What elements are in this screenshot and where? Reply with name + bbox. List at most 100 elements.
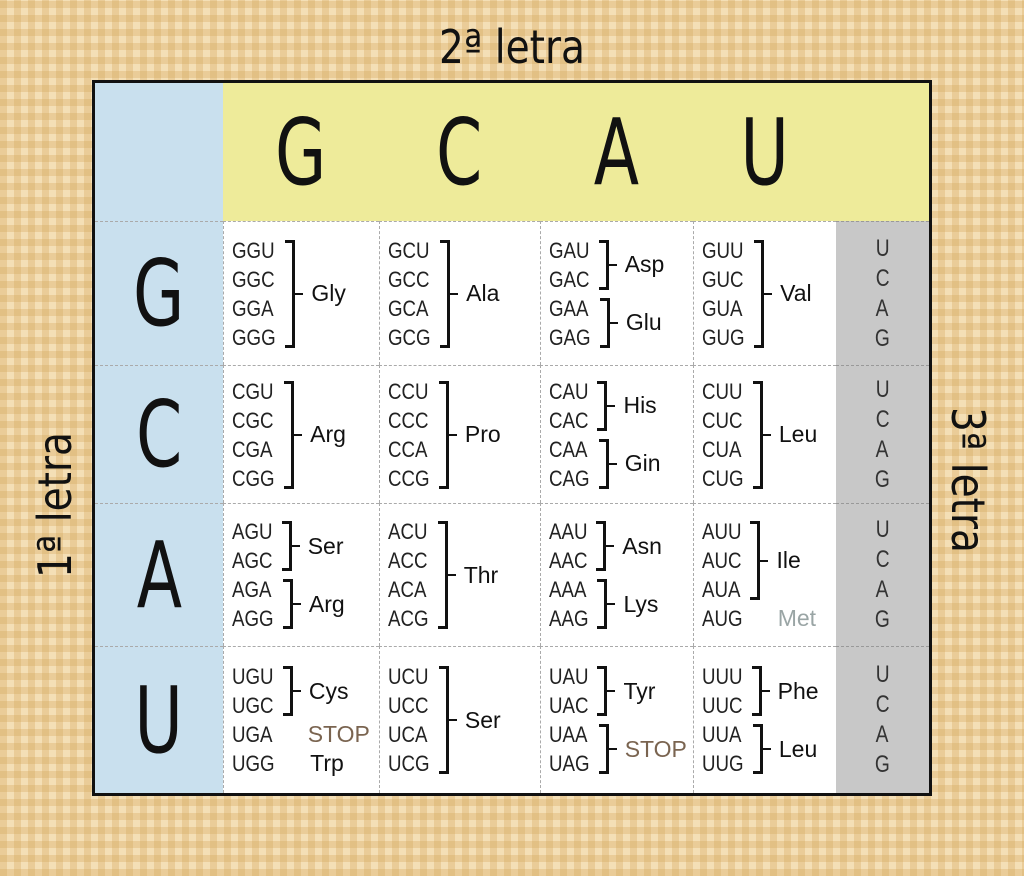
codon: UGG [232, 751, 275, 776]
amino-acid-label: Gly [311, 280, 346, 306]
bracket-icon [597, 579, 616, 629]
codon: CGA [232, 436, 273, 462]
codon-list: UAU UAC [549, 662, 595, 720]
bracket-icon [752, 380, 771, 489]
codon: GUU [702, 237, 744, 263]
third-letter: A [876, 435, 889, 463]
codon: GAU [549, 237, 590, 263]
row-letter: U [134, 666, 184, 774]
codon: GAA [549, 295, 589, 321]
codon: AUU [702, 519, 742, 544]
first-letter-header: A [95, 503, 223, 646]
codon: GCU [388, 237, 430, 263]
codon: UAC [549, 693, 589, 718]
third-letter-header [836, 83, 929, 221]
bracket-icon [597, 666, 616, 716]
codon: CGC [232, 407, 274, 433]
amino-acid-label: Ser [307, 532, 344, 559]
codon: AAC [549, 548, 588, 573]
codon: AGA [232, 577, 272, 602]
header-letter: U [740, 98, 789, 206]
codon-group: UGU UGC Cys [232, 662, 379, 720]
codon-list: UGG [232, 749, 282, 778]
second-letter-header: A [540, 83, 693, 221]
bracket-icon [438, 666, 457, 774]
header-letter: C [436, 98, 483, 206]
third-letter: U [875, 375, 890, 403]
codon-list: UGA [232, 720, 280, 749]
codon: UAG [549, 751, 590, 776]
amino-acid-label: STOP [307, 721, 370, 747]
bracket-icon [599, 297, 618, 348]
bracket-icon [598, 438, 617, 489]
second-letter-header: G [223, 83, 379, 221]
amino-acid-label: Arg [308, 590, 345, 617]
codon: UCG [388, 751, 430, 776]
codon: CUA [702, 436, 742, 462]
codon: GCC [388, 266, 430, 292]
amino-acid-label: Trp [310, 750, 344, 776]
header-letter: G [275, 98, 327, 206]
third-letter: U [875, 234, 890, 262]
codon: CCA [388, 436, 428, 462]
third-letter: C [875, 546, 890, 573]
bracket-icon [598, 239, 617, 290]
bracket-icon [282, 579, 301, 629]
codon: CUC [702, 407, 743, 433]
amino-acid-label: His [623, 392, 657, 418]
third-letter: G [875, 606, 890, 633]
bracket-icon [437, 521, 456, 629]
codon: UUA [702, 722, 742, 747]
third-letter: C [875, 691, 890, 718]
codon: AUG [702, 606, 743, 631]
amino-acid-label: Pro [464, 421, 501, 447]
amino-acid-label: Asp [624, 251, 665, 277]
codon: UAU [549, 664, 589, 689]
codon: AGC [232, 548, 273, 573]
first-letter-header: U [95, 646, 223, 793]
codon: UGC [232, 693, 274, 718]
codon: AUA [702, 577, 741, 602]
codon: GUG [702, 324, 745, 350]
codon: CCC [388, 407, 429, 433]
codon: AAG [549, 606, 589, 631]
amino-acid-label: Cys [308, 677, 349, 704]
codon: UGU [232, 664, 274, 689]
amino-acid-label: Gin [624, 450, 661, 476]
codon: AGU [232, 519, 273, 544]
bracket-icon [281, 521, 300, 571]
codon: ACC [388, 548, 428, 573]
codon: UCC [388, 693, 429, 718]
amino-acid-label: Lys [623, 590, 659, 617]
codon-group: AGU AGC Ser [232, 517, 379, 575]
second-letter-header: C [379, 83, 540, 221]
codon: UUC [702, 693, 743, 718]
amino-acid-label: Thr [463, 561, 499, 588]
row-letter: C [135, 381, 183, 488]
bracket-icon [752, 724, 771, 774]
second-letter-header: U [693, 83, 836, 221]
codon: UUU [702, 664, 743, 689]
